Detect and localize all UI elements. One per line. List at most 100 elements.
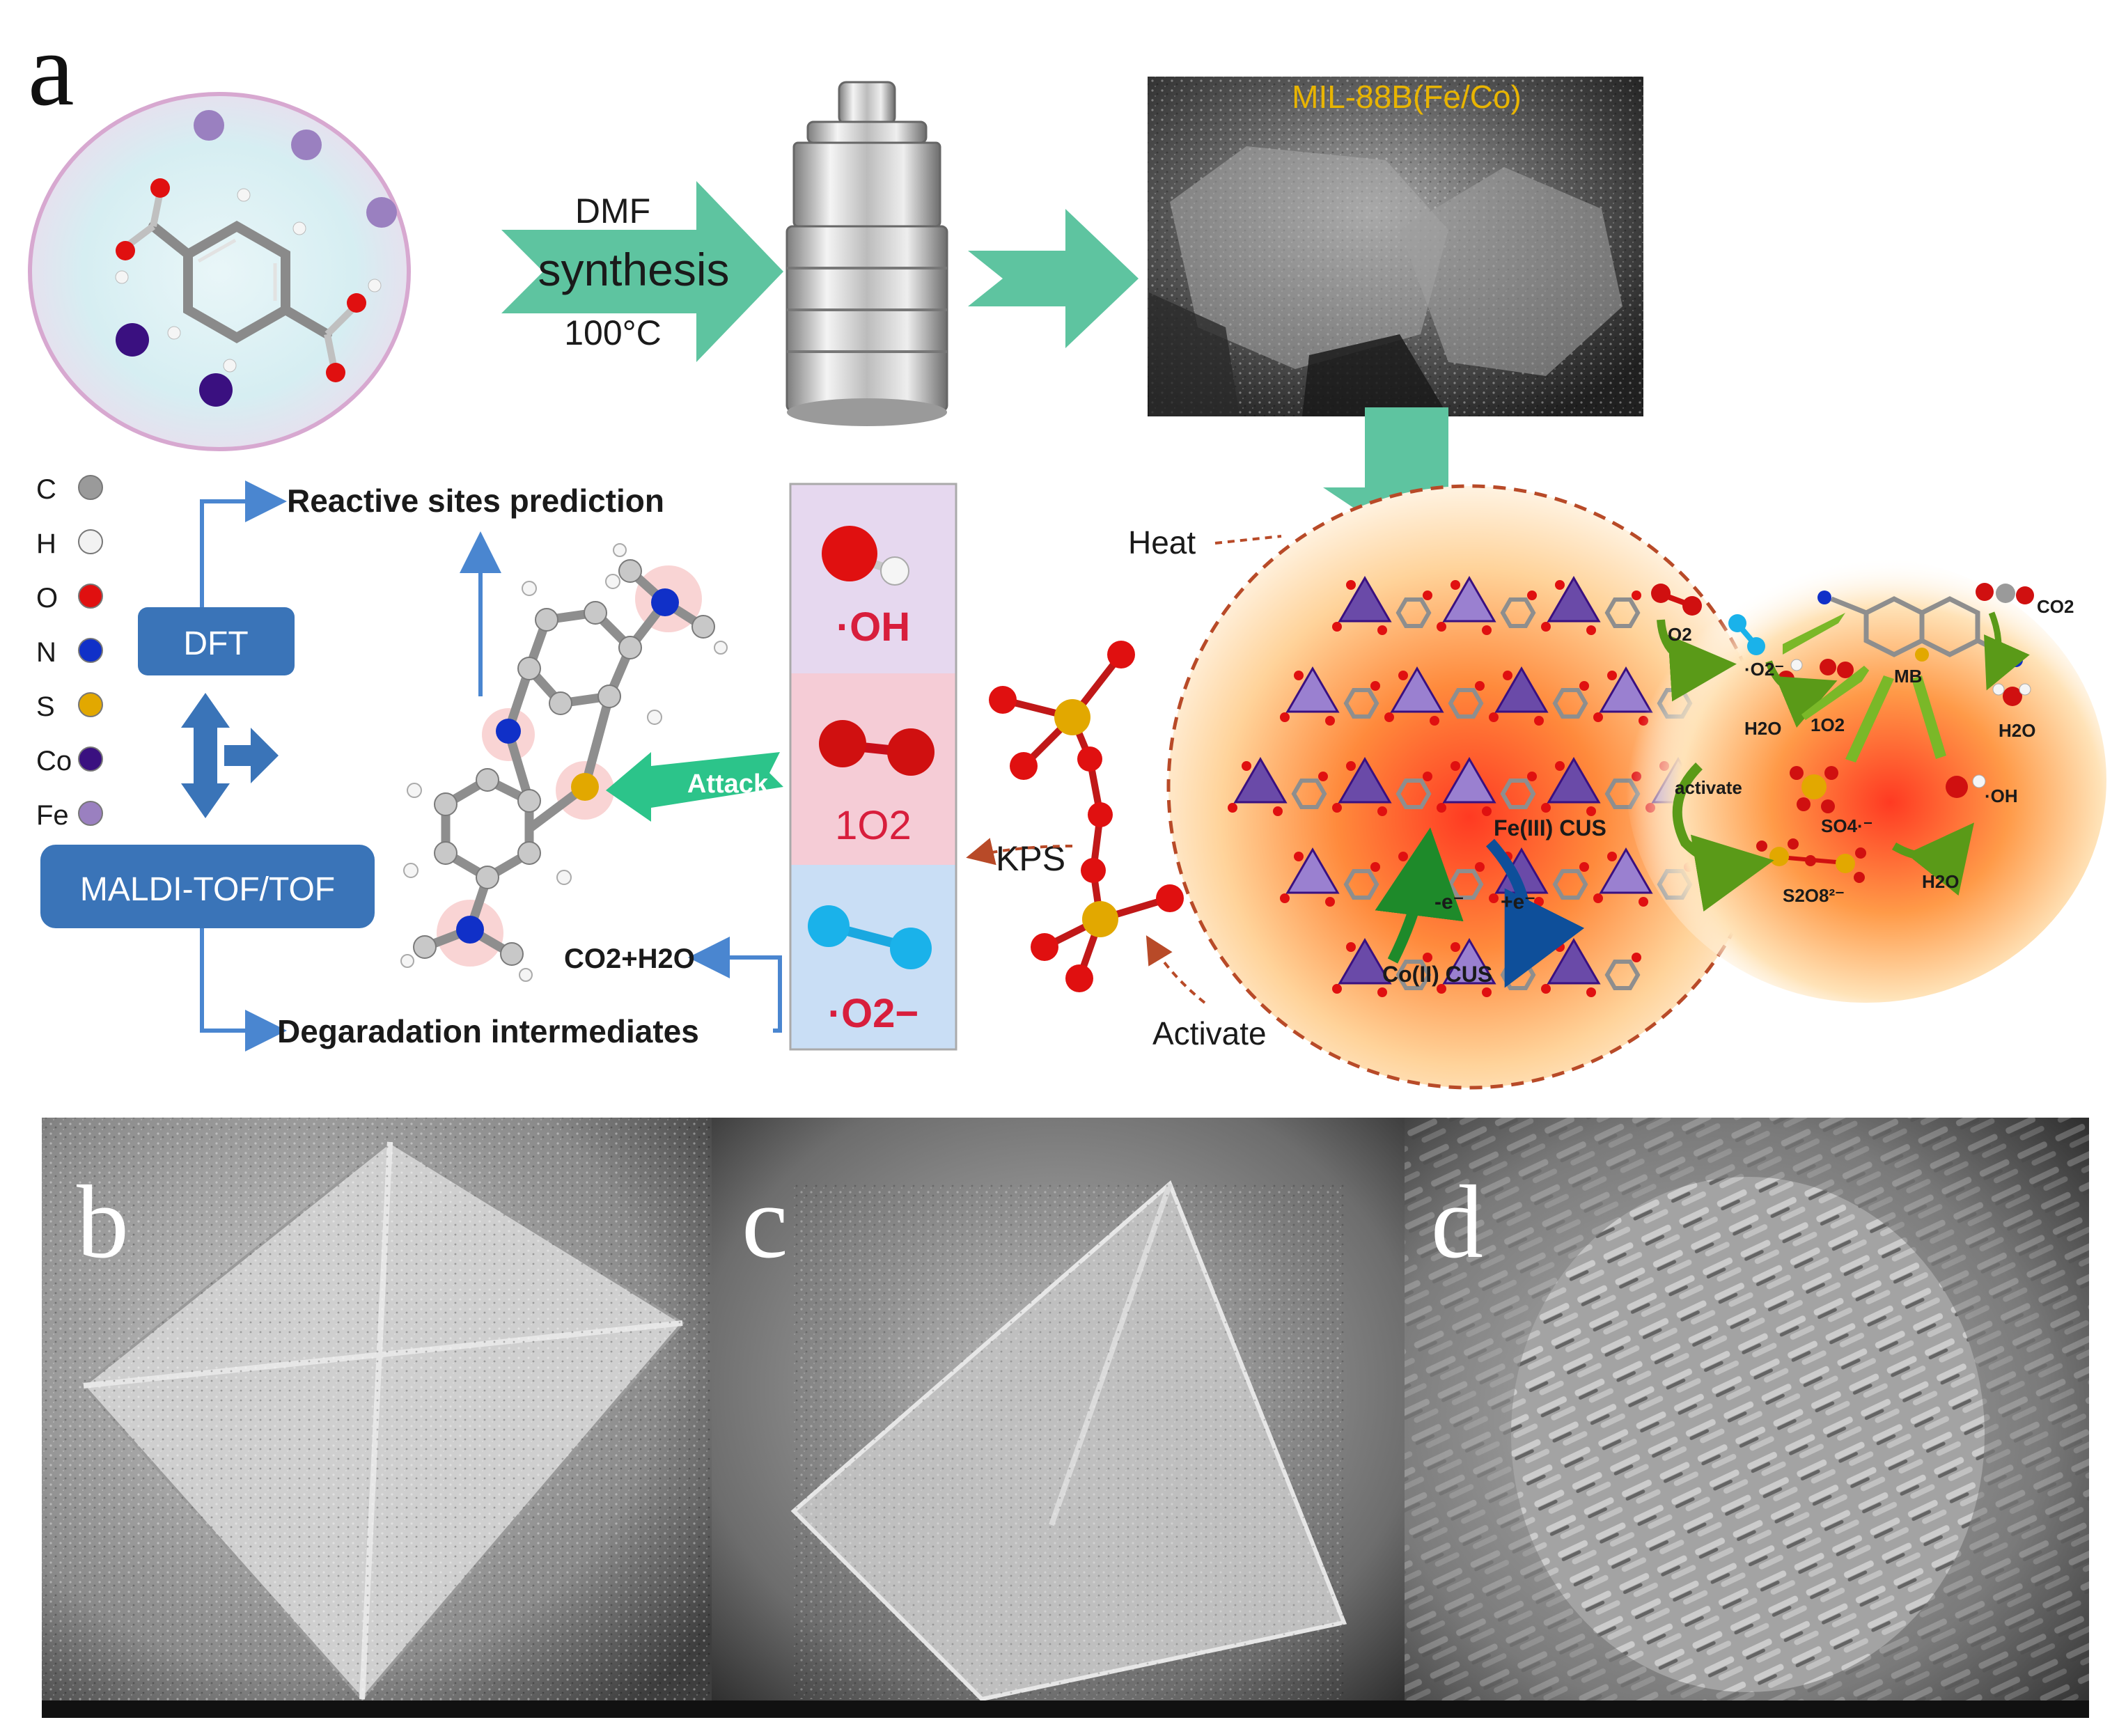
mof-oxygen-atom: [1586, 625, 1596, 635]
mof-linker: [1500, 778, 1536, 810]
attack-arrow: [606, 752, 783, 822]
method-flow: [40, 480, 782, 1051]
path-o2-radical: ·O2⁻: [1744, 659, 1784, 680]
sem-image-b: [42, 1118, 712, 1718]
species-box-singlet-o2: [790, 673, 956, 865]
mof-metal-cluster: [1547, 576, 1601, 623]
mof-oxygen-atom: [1475, 862, 1485, 872]
mof-oxygen-atom: [1325, 897, 1335, 907]
mof-oxygen-atom: [1294, 852, 1304, 861]
sem-image-d: [1405, 1118, 2089, 1718]
path-so4: SO4·⁻: [1821, 815, 1872, 836]
mof-linker: [1343, 687, 1379, 719]
mof-oxygen-atom: [1280, 712, 1290, 722]
path-activate: activate: [1675, 777, 1742, 798]
mof-oxygen-atom: [1332, 622, 1342, 632]
mof-metal-cluster: [1233, 757, 1288, 804]
mof-oxygen-atom: [1346, 580, 1356, 590]
mof-linker: [1604, 959, 1641, 991]
maldi-label: MALDI-TOF/TOF: [80, 871, 335, 908]
reactive-sites-label: Reactive sites prediction: [287, 483, 664, 519]
legend-label-n: N: [36, 637, 56, 668]
mof-oxygen-atom: [1318, 772, 1328, 781]
mof-metal-cluster: [1285, 847, 1340, 894]
panel-label-b: b: [77, 1164, 129, 1280]
mof-oxygen-atom: [1377, 987, 1387, 997]
mof-oxygen-atom: [1273, 806, 1283, 816]
plus-e-label: +e⁻: [1501, 891, 1535, 914]
arrow-to-sem: [968, 209, 1139, 348]
mof-oxygen-atom: [1332, 803, 1342, 813]
synthesis-arrow: [501, 181, 783, 362]
mof-oxygen-atom: [1593, 712, 1603, 722]
activate-label: Activate: [1152, 1015, 1267, 1051]
mof-oxygen-atom: [1579, 862, 1589, 872]
mof-oxygen-atom: [1332, 984, 1342, 994]
panel-label-c: c: [742, 1164, 788, 1280]
mof-linker: [1343, 868, 1379, 900]
mof-metal-cluster: [1599, 666, 1653, 713]
mof-oxygen-atom: [1541, 622, 1551, 632]
mof-metal-cluster: [1494, 666, 1549, 713]
legend-label-s: S: [36, 691, 55, 722]
mof-oxygen-atom: [1579, 681, 1589, 691]
mof-oxygen-atom: [1437, 984, 1446, 994]
mof-oxygen-atom: [1632, 953, 1641, 962]
mof-oxygen-atom: [1370, 681, 1380, 691]
mof-metal-cluster: [1442, 757, 1496, 804]
mof-oxygen-atom: [1632, 591, 1641, 600]
mof-oxygen-atom: [1437, 622, 1446, 632]
mof-oxygen-atom: [1534, 716, 1544, 726]
mof-oxygen-atom: [1398, 671, 1408, 680]
mof-linker: [1448, 687, 1484, 719]
path-oh: ·OH: [1985, 785, 2018, 806]
sem-image-mil88b: [1148, 77, 1643, 416]
path-mb: MB: [1894, 666, 1922, 687]
mof-oxygen-atom: [1527, 953, 1537, 962]
legend-label-co: Co: [36, 746, 72, 776]
mof-oxygen-atom: [1242, 761, 1251, 771]
dft-box: [138, 607, 295, 675]
mof-oxygen-atom: [1503, 671, 1512, 680]
mof-oxygen-atom: [1384, 712, 1394, 722]
legend-label-o: O: [36, 583, 58, 613]
path-singlet-o2: 1O2: [1811, 714, 1845, 735]
panel-label-a: a: [28, 12, 75, 127]
species-label-oh: ·OH: [836, 604, 910, 650]
mof-oxygen-atom: [1607, 852, 1617, 861]
mof-metal-cluster: [1547, 757, 1601, 804]
mof-metal-cluster: [1599, 847, 1653, 894]
species-label-singlet-o2: 1O2: [835, 803, 912, 848]
mof-oxygen-atom: [1325, 716, 1335, 726]
panel-label-d: d: [1431, 1164, 1483, 1280]
mof-oxygen-atom: [1346, 942, 1356, 952]
mof-oxygen-atom: [1430, 716, 1439, 726]
sem-material-label: MIL-88B(Fe/Co): [1292, 79, 1522, 115]
path-h2o-3: H2O: [1922, 871, 1959, 892]
autoclave-icon: [785, 81, 948, 426]
mof-oxygen-atom: [1228, 803, 1237, 813]
path-s2o8: S2O8²⁻: [1783, 885, 1845, 906]
legend-label-h: H: [36, 529, 56, 559]
legend-swatch-fe: [78, 801, 103, 826]
co-cus-label: Co(II) CUS: [1382, 962, 1492, 987]
mof-metal-cluster: [1338, 938, 1392, 985]
mof-oxygen-atom: [1593, 893, 1603, 903]
temperature-label: 100°C: [564, 313, 662, 352]
path-co2: CO2: [2037, 596, 2074, 617]
mof-oxygen-atom: [1370, 862, 1380, 872]
legend-swatch-c: [78, 475, 103, 500]
dft-label: DFT: [183, 625, 248, 662]
methylene-blue-molecule: [400, 543, 728, 982]
mof-linker: [1604, 597, 1641, 629]
species-box-oh: [790, 484, 956, 673]
mof-metal-cluster: [1442, 576, 1496, 623]
co2-h2o-label: CO2+H2O: [564, 944, 695, 974]
mof-oxygen-atom: [1475, 681, 1485, 691]
precursor-solution: [28, 92, 411, 451]
degradation-pathway: [1626, 557, 2106, 1003]
mof-oxygen-atom: [1639, 897, 1648, 907]
mof-linker: [1552, 687, 1588, 719]
mof-oxygen-atom: [1482, 625, 1492, 635]
mof-oxygen-atom: [1555, 761, 1565, 771]
